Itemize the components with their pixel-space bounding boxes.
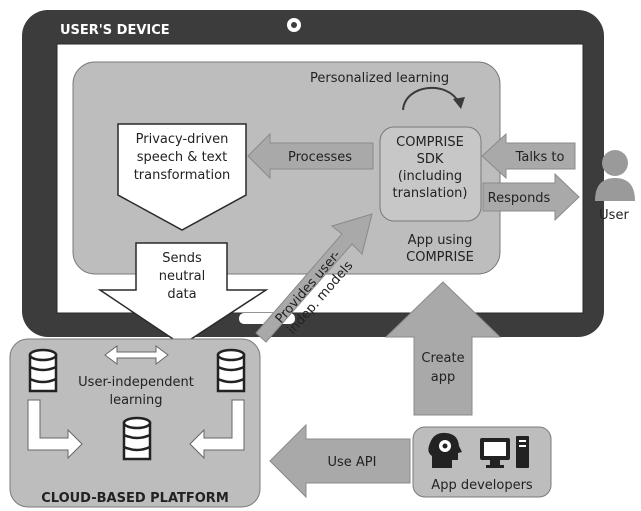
database-icon — [122, 416, 152, 461]
learning-line: learning — [109, 393, 162, 408]
processes-arrow — [247, 132, 374, 180]
learning-line: User-independent — [78, 375, 194, 390]
user-icon — [595, 150, 635, 201]
app-label: COMPRISE — [406, 250, 474, 265]
double-arrow-icon — [104, 345, 169, 365]
use-api-label: Use API — [328, 455, 377, 470]
create-line: Create — [421, 351, 464, 366]
sdk-line: SDK — [417, 152, 444, 167]
privacy-transformation-shape — [117, 123, 247, 231]
database-icon — [216, 348, 246, 393]
platform-title: CLOUD-BASED PLATFORM — [41, 491, 229, 506]
app-label: App using — [408, 233, 473, 248]
use-api-arrow — [269, 423, 411, 499]
talks-to-label: Talks to — [515, 150, 565, 165]
database-icon — [28, 348, 58, 393]
loop-arrow — [402, 87, 460, 111]
responds-arrow — [482, 172, 580, 222]
responds-label: Responds — [488, 191, 551, 206]
loop-arrowhead — [453, 97, 465, 109]
sends-line: Sends — [162, 251, 202, 266]
create-line: app — [431, 370, 455, 385]
privacy-line: Privacy-driven — [136, 132, 229, 147]
sdk-line: COMPRISE — [396, 135, 464, 150]
sends-line: neutral — [159, 269, 206, 284]
talks-to-arrow — [481, 132, 576, 180]
sdk-line: translation) — [393, 186, 468, 201]
camera-icon — [287, 18, 301, 32]
create-app-arrow — [384, 281, 502, 416]
processes-label: Processes — [288, 150, 352, 165]
bent-arrow-right — [189, 399, 245, 460]
provides-models-arrow — [255, 213, 373, 343]
privacy-line: speech & text — [137, 150, 227, 165]
bent-arrow-left — [27, 399, 83, 460]
app-developers-label: App developers — [431, 478, 533, 493]
sdk-box — [379, 126, 482, 222]
sends-line: data — [167, 287, 196, 302]
sends-data-arrow — [97, 242, 269, 346]
personalized-learning-label: Personalized learning — [310, 71, 449, 86]
device-title: USER'S DEVICE — [60, 23, 170, 38]
head-gear-icon — [428, 432, 462, 468]
user-label: User — [599, 208, 629, 223]
computer-icon — [480, 436, 529, 468]
privacy-line: transformation — [134, 168, 231, 183]
sdk-line: (including — [398, 169, 462, 184]
